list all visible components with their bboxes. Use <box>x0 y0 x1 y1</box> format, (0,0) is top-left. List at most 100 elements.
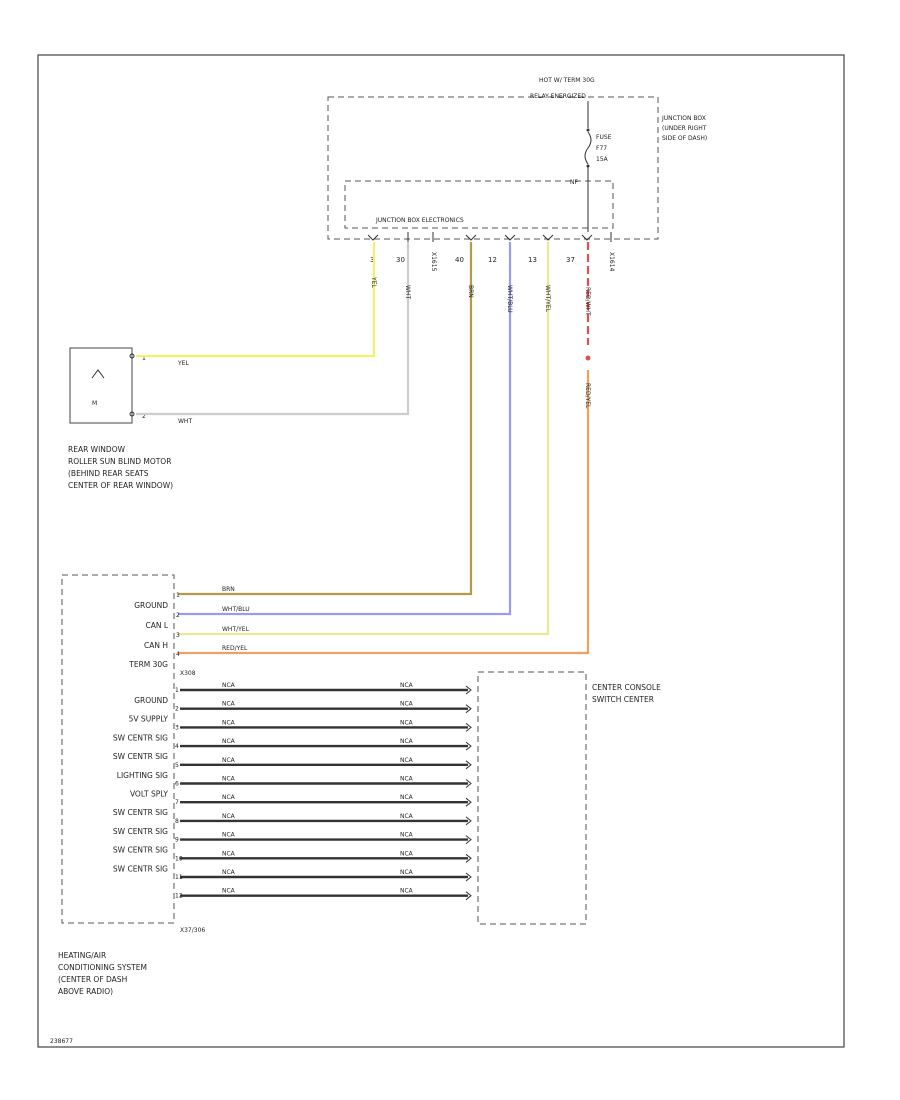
hvac-lower-label: SW CENTR SIG <box>113 752 168 761</box>
motor-label-4: CENTER OF REAR WINDOW) <box>68 481 173 490</box>
hvac-label-3: (CENTER OF DASH <box>58 975 127 984</box>
center-console-switch: CENTER CONSOLE SWITCH CENTER <box>477 671 661 925</box>
motor-label-2: ROLLER SUN BLIND MOTOR <box>68 457 171 466</box>
nca-label-right: NCA <box>400 832 414 839</box>
wire-label-wht-v: WHT <box>404 285 411 299</box>
hvac-lower-pin-12: 12 <box>175 893 183 900</box>
hvac-lower-pin-8: 8 <box>175 818 179 825</box>
jb-pin-12: 12 <box>488 256 497 264</box>
connector-tick <box>465 853 472 863</box>
jb-location-1: JUNCTION BOX <box>661 115 706 122</box>
jb-hot-label: HOT W/ TERM 30G <box>539 77 595 84</box>
wire-brn <box>178 242 473 596</box>
wire-label-wht: WHT <box>178 418 192 425</box>
connector-tick <box>465 741 472 751</box>
diagram-frame <box>37 54 845 1048</box>
nca-label-right: NCA <box>400 719 414 726</box>
connector-tick <box>465 797 472 807</box>
hvac-connector-top: X308 <box>180 670 196 677</box>
hvac-lower-pin-4: 4 <box>175 743 179 750</box>
wire-label-red-wht-v: RED/WHT <box>584 287 591 316</box>
connector-tick <box>465 816 472 826</box>
hvac-upper-pin-2: 2 <box>176 612 180 619</box>
splice-point <box>585 355 591 361</box>
hvac-upper-label: TERM 30G <box>128 660 168 669</box>
connector-tick <box>465 891 472 901</box>
nca-label-left: NCA <box>222 869 236 876</box>
wire-label-brn-v: BRN <box>467 285 474 298</box>
wire-wht <box>136 242 410 416</box>
nca-label-left: NCA <box>222 850 236 857</box>
jb-pin-3: 3 <box>370 256 374 264</box>
nca-label-right: NCA <box>400 888 414 895</box>
hvac-lower-pin-7: 7 <box>175 799 179 806</box>
nca-label-right: NCA <box>400 701 414 708</box>
nca-label-left: NCA <box>222 888 236 895</box>
motor-pin-1: 1 <box>142 355 146 362</box>
hvac-upper-wire-label: WHT/YEL <box>222 626 250 633</box>
hvac-lower-label: 5V SUPPLY <box>129 715 169 724</box>
hvac-lower-label: SW CENTR SIG <box>113 808 168 817</box>
hvac-upper-label: CAN H <box>144 641 168 650</box>
motor-icon <box>91 369 105 379</box>
nca-label-left: NCA <box>222 832 236 839</box>
nca-label-left: NCA <box>222 682 236 689</box>
hvac-lower-pin-3: 3 <box>175 724 179 731</box>
svg-text:NF: NF <box>570 179 578 186</box>
jb-location-3: SIDE OF DASH) <box>662 135 707 142</box>
hvac-lower-label: LIGHTING SIG <box>117 771 168 780</box>
fuse-rating: 15A <box>596 156 609 163</box>
motor-label-3: (BEHIND REAR SEATS <box>68 469 149 478</box>
hvac-lower-pin-2: 2 <box>175 706 179 713</box>
nca-label-left: NCA <box>222 776 236 783</box>
motor-label-1: REAR WINDOW <box>68 445 126 454</box>
jb-pin-13: 13 <box>528 256 537 264</box>
hvac-upper-pin-1: 1 <box>176 592 180 599</box>
connector-tick <box>465 704 472 714</box>
connector-tick <box>465 723 472 732</box>
motor-pin-2: 2 <box>142 413 146 420</box>
nca-label-right: NCA <box>400 794 414 801</box>
wire-wht-blu <box>178 242 512 616</box>
wire-wht-yel <box>178 242 550 636</box>
nca-label-left: NCA <box>222 794 236 801</box>
connector-tick <box>465 760 472 770</box>
hvac-connector-bottom: X37/306 <box>180 927 205 934</box>
wire-label-yel-v: YEL <box>370 276 377 288</box>
wire-yel <box>136 242 376 358</box>
connector-tick <box>465 835 472 844</box>
hvac-lower-pin-6: 6 <box>175 781 179 788</box>
wire-label-yel: YEL <box>177 360 189 367</box>
hvac-upper-wire-label: RED/YEL <box>222 645 248 652</box>
jb-connector-x1615: X1615 <box>430 252 437 272</box>
hvac-lower-pin-5: 5 <box>175 762 179 769</box>
nca-label-right: NCA <box>400 757 414 764</box>
rear-window-motor: M 1 2 REAR WINDOW ROLLER SUN BLIND MOTOR… <box>68 347 173 490</box>
figure-id: 238677 <box>50 1038 73 1045</box>
console-label-2: SWITCH CENTER <box>592 695 654 704</box>
nca-label-left: NCA <box>222 813 236 820</box>
hvac-module: X308 X37/306 HEATING/AIR CONDITIONING SY… <box>58 574 205 996</box>
hvac-upper-pin-3: 3 <box>176 632 180 639</box>
jb-relay-label: RELAY ENERGIZED <box>530 93 586 100</box>
hvac-upper-label: CAN L <box>145 621 168 630</box>
connector-tick <box>465 779 472 788</box>
jb-pin-30: 30 <box>396 256 405 264</box>
wire-label-wht-yel-v: WHT/YEL <box>544 285 551 313</box>
hvac-upper-wire-label: WHT/BLU <box>222 606 250 613</box>
hvac-lower-pin-10: 10 <box>175 855 183 862</box>
jb-connector-x1614: X1614 <box>608 252 615 272</box>
jb-pin-37: 37 <box>566 256 575 264</box>
wire-red-yel <box>178 370 590 655</box>
hvac-lower-label: SW CENTR SIG <box>113 733 168 742</box>
hvac-lower-label: SW CENTR SIG <box>113 864 168 873</box>
hvac-lower-pin-1: 1 <box>175 687 179 694</box>
nca-label-left: NCA <box>222 738 236 745</box>
hvac-lower-label: SW CENTR SIG <box>113 827 168 836</box>
nca-label-right: NCA <box>400 869 414 876</box>
hvac-lower-label: SW CENTR SIG <box>113 846 168 855</box>
hvac-upper-wire-label: BRN <box>222 586 235 593</box>
hvac-label-2: CONDITIONING SYSTEM <box>58 963 147 972</box>
nca-label-left: NCA <box>222 719 236 726</box>
